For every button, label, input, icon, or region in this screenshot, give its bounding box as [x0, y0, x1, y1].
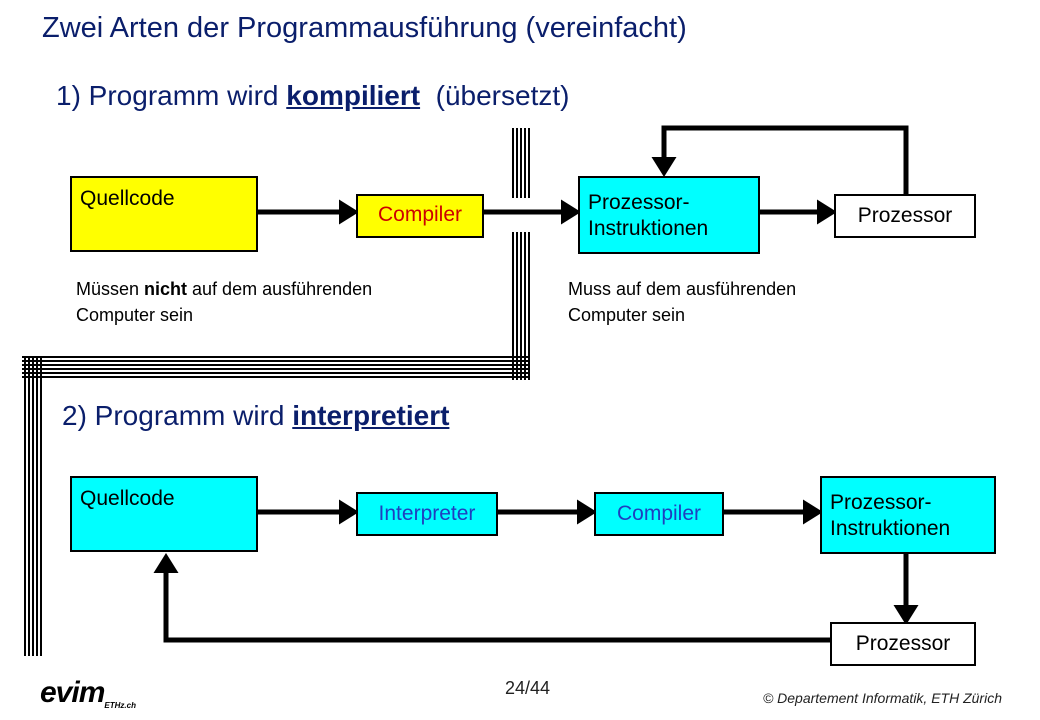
note-right-line1: Muss auf dem ausführenden — [568, 279, 797, 299]
processor-instructions-box-1: Prozessor- Instruktionen — [578, 176, 760, 254]
logo-main: evim — [40, 676, 105, 709]
instructions2-line2: Instruktionen — [830, 517, 951, 540]
note-right: Muss auf dem ausführenden Computer sein — [568, 276, 796, 328]
evim-logo: evimETHz.ch — [40, 676, 150, 712]
copyright: © Departement Informatik, ETH Zürich — [762, 690, 1002, 706]
logo-sub: ETHz.ch — [104, 701, 136, 710]
arrow-processor-to-source-2 — [153, 553, 830, 643]
instructions-line2: Instruktionen — [588, 217, 709, 240]
section1-heading-prefix: 1) Programm wird — [56, 80, 287, 111]
source-code-box-1: Quellcode — [70, 176, 258, 252]
section2-heading-emphasis: interpretiert — [292, 400, 450, 431]
section1-heading: 1) Programm wird kompiliert (übersetzt) — [56, 80, 569, 112]
processor-box-2: Prozessor — [830, 622, 976, 666]
processor-instructions-box-2: Prozessor- Instruktionen — [820, 476, 996, 554]
processor-box-1: Prozessor — [834, 194, 976, 238]
compiler-box-1: Compiler — [356, 194, 484, 238]
compiler-box-2: Compiler — [594, 492, 724, 536]
instructions-line1: Prozessor- — [588, 191, 690, 214]
interpreter-box-2: Interpreter — [356, 492, 498, 536]
section2-heading: 2) Programm wird interpretiert — [62, 400, 449, 432]
source-code-box-2: Quellcode — [70, 476, 258, 552]
arrow-processor-loop-1 — [651, 125, 909, 194]
section-separator — [22, 128, 530, 656]
instructions2-line1: Prozessor- — [830, 491, 932, 514]
section1-heading-emphasis: kompiliert — [286, 80, 421, 111]
section1-heading-suffix: (übersetzt) — [420, 80, 570, 111]
note-left-bold: nicht — [144, 279, 188, 299]
note-left: Müssen nicht auf dem ausführenden Comput… — [76, 276, 372, 328]
note-right-line2: Computer sein — [568, 305, 686, 325]
note-left-post: auf dem ausführenden — [187, 279, 373, 299]
section2-heading-prefix: 2) Programm wird — [62, 400, 293, 431]
note-left-line2: Computer sein — [76, 305, 194, 325]
note-left-pre: Müssen — [76, 279, 145, 299]
page-number: 24/44 — [505, 678, 551, 698]
page-title: Zwei Arten der Programmausführung (verei… — [42, 12, 687, 44]
